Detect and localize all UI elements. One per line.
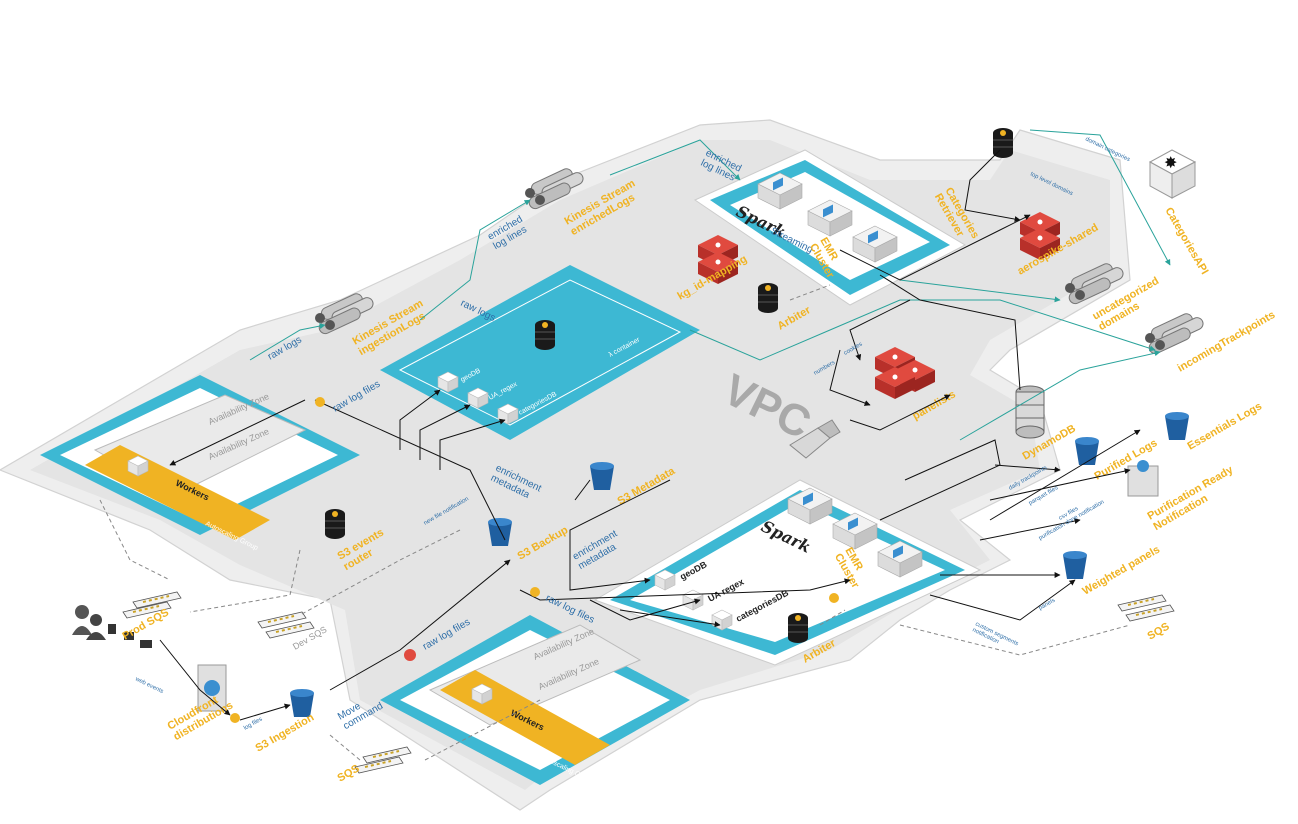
sqs-right: SQS bbox=[1117, 594, 1175, 643]
essentials-logs-label: Essentials Logs bbox=[1186, 400, 1265, 452]
essentials-logs-bucket: Essentials Logs bbox=[1165, 400, 1265, 453]
weighted-panels-label: Weighted panels bbox=[1081, 544, 1163, 598]
firewall-gateway bbox=[789, 419, 841, 459]
sqs-bottom-label: SQS bbox=[336, 763, 362, 785]
sqs-bottom: SQS bbox=[336, 746, 412, 785]
s3-ingestion-label: S3 Ingestion bbox=[254, 711, 317, 754]
autoscaling-group-left: Availability Zone Availability Zone Work… bbox=[40, 375, 360, 552]
categories-api-icon: ✸ bbox=[1164, 153, 1177, 172]
spark-batch-cluster: Spark EMRCluster geoDB UA regex categori… bbox=[593, 479, 982, 666]
weighted-panels-icon bbox=[1063, 551, 1087, 579]
flow-web-events: web events bbox=[133, 676, 164, 695]
lambda-db-icon bbox=[534, 319, 556, 351]
connectors bbox=[99, 129, 1171, 761]
cloudfront: Cloudfrontdistributions bbox=[166, 664, 235, 743]
device-icon-3 bbox=[140, 640, 152, 648]
categories-api-label: CategoriesAPI bbox=[1162, 206, 1210, 277]
flow-purification-done: purification done notification bbox=[1038, 499, 1105, 541]
arbiter-top-icon bbox=[757, 282, 779, 314]
connector-dot-2 bbox=[530, 587, 540, 597]
connector-dot-3 bbox=[829, 593, 839, 603]
cloudfront-icon bbox=[204, 680, 220, 696]
dev-sqs: Dev SQS bbox=[257, 611, 328, 652]
lambda-container: λ container geoDB UA_regex categoriesDB bbox=[380, 265, 700, 440]
autoscaling-group-bottom: Availability Zone Availability Zone Work… bbox=[380, 615, 690, 785]
sqs-right-label: SQS bbox=[1146, 621, 1172, 643]
connector-dot-4 bbox=[230, 713, 240, 723]
device-icon-2 bbox=[124, 632, 134, 640]
users bbox=[72, 605, 152, 648]
connector-dot-1 bbox=[315, 397, 325, 407]
device-icon-1 bbox=[108, 624, 116, 634]
move-command-icon bbox=[404, 649, 416, 661]
prod-sqs: Prod SQS bbox=[121, 591, 182, 643]
purification-notification-icon bbox=[1137, 460, 1149, 472]
s3-metadata-icon bbox=[590, 462, 614, 490]
incoming-icon bbox=[1144, 311, 1206, 357]
user-icon-2 bbox=[90, 614, 102, 626]
purification-notification-label: Purification ReadyNotification bbox=[1146, 463, 1242, 533]
user-icon-1 bbox=[75, 605, 89, 619]
incoming-stream: incomingTrackpoints bbox=[1144, 309, 1277, 375]
arbiter-bottom-icon bbox=[787, 612, 809, 644]
s3-backup-icon bbox=[488, 518, 512, 546]
weighted-panels-bucket: Weighted panels bbox=[1063, 544, 1162, 598]
categories-api: ✸ CategoriesAPI bbox=[1148, 149, 1210, 277]
s3-events-router-icon bbox=[324, 508, 346, 540]
spark-streaming-cluster: Spark Streaming EMRCluster bbox=[693, 149, 967, 306]
purification-notification: Purification ReadyNotification bbox=[1127, 460, 1242, 533]
essentials-logs-icon bbox=[1165, 412, 1189, 440]
purified-logs-icon bbox=[1075, 437, 1099, 465]
